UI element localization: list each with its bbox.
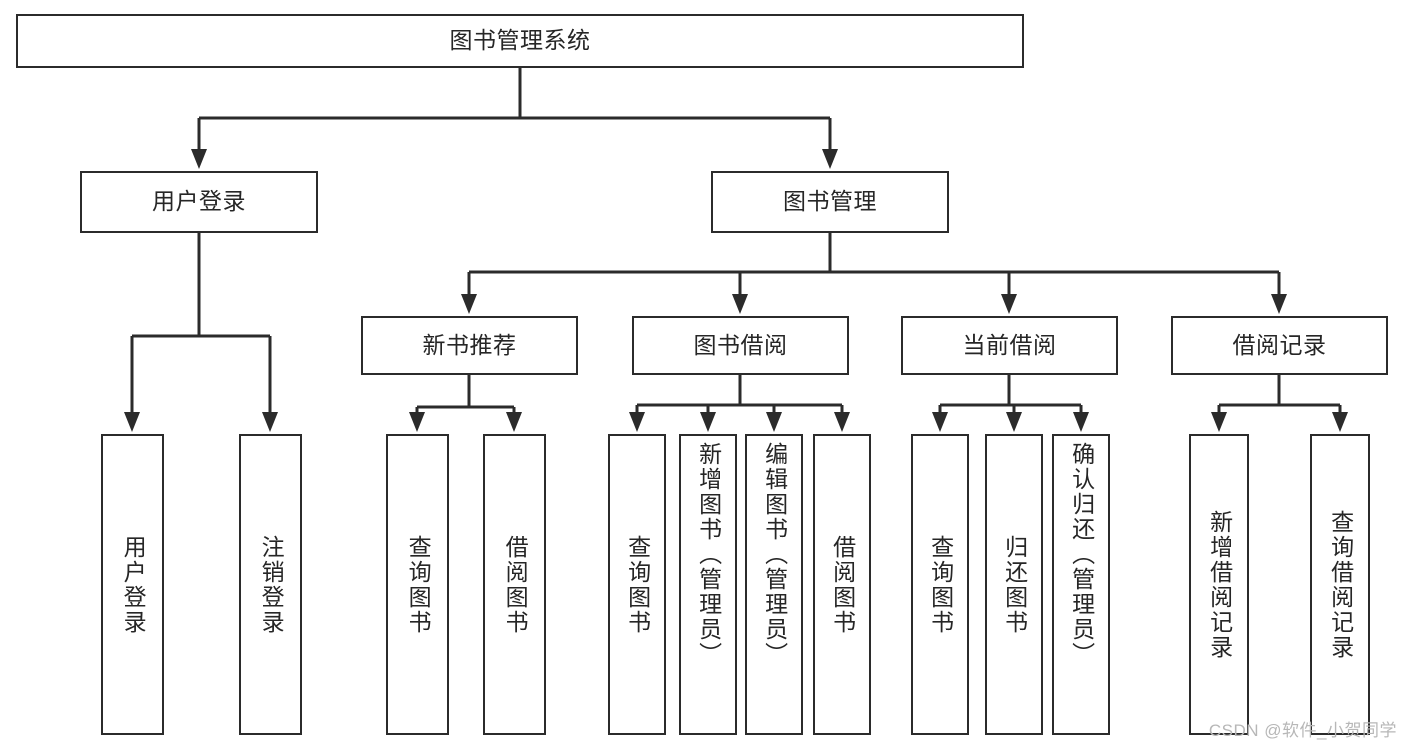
arrowhead-borrow-record-to-leaves-1: [1332, 412, 1348, 432]
node-new-book-recommend[interactable]: 新书推荐: [361, 316, 578, 375]
node-label: 图书管理系统: [449, 27, 591, 54]
arrowhead-current-borrow-to-leaves-0: [932, 412, 948, 432]
node-label: 图书管理: [783, 188, 877, 215]
arrowhead-book-management-to-level3-1: [732, 294, 748, 314]
node-label: 借阅图书: [829, 534, 856, 635]
node-label: 注销登录: [258, 534, 285, 635]
node-label: 当前借阅: [962, 331, 1057, 358]
arrowhead-current-borrow-to-leaves-1: [1006, 412, 1022, 432]
node-borrow-record[interactable]: 借阅记录: [1171, 316, 1388, 375]
arrowhead-current-borrow-to-leaves-2: [1073, 412, 1089, 432]
node-leaf-logout-login[interactable]: 注销登录: [239, 434, 302, 735]
arrowhead-new-book-recommend-to-leaves-0: [409, 412, 425, 432]
arrowhead-book-management-to-level3-0: [461, 294, 477, 314]
node-leaf-confirm-return-admin[interactable]: 确认归还（管理员）: [1052, 434, 1110, 735]
node-leaf-query-book-recommend[interactable]: 查询图书: [386, 434, 449, 735]
node-label: 查询图书: [624, 534, 651, 635]
node-leaf-add-borrow-record[interactable]: 新增借阅记录: [1189, 434, 1249, 735]
node-leaf-borrow-book-recommend[interactable]: 借阅图书: [483, 434, 546, 735]
node-label: 图书借阅: [693, 331, 788, 358]
node-leaf-return-book[interactable]: 归还图书: [985, 434, 1043, 735]
node-label: 借阅图书: [502, 534, 529, 635]
arrowhead-root-to-level2-0: [191, 149, 207, 169]
arrowhead-book-borrow-to-leaves-2: [766, 412, 782, 432]
arrowhead-user-login-to-leaves-0: [124, 412, 140, 432]
arrowhead-borrow-record-to-leaves-0: [1211, 412, 1227, 432]
node-label: 确认归还（管理员）: [1068, 442, 1095, 667]
arrowhead-book-borrow-to-leaves-3: [834, 412, 850, 432]
node-label: 用户登录: [152, 188, 246, 215]
arrowhead-user-login-to-leaves-1: [262, 412, 278, 432]
arrowhead-new-book-recommend-to-leaves-1: [506, 412, 522, 432]
node-root[interactable]: 图书管理系统: [16, 14, 1024, 68]
node-label: 编辑图书（管理员）: [761, 442, 788, 667]
watermark-text: CSDN @软件_小贺同学: [1208, 721, 1397, 740]
node-user-login[interactable]: 用户登录: [80, 171, 318, 233]
arrowhead-book-borrow-to-leaves-1: [700, 412, 716, 432]
node-current-borrow[interactable]: 当前借阅: [901, 316, 1118, 375]
node-leaf-add-book-admin[interactable]: 新增图书（管理员）: [679, 434, 737, 735]
arrowhead-root-to-level2-1: [822, 149, 838, 169]
node-label: 借阅记录: [1232, 331, 1327, 358]
arrowhead-book-management-to-level3-2: [1001, 294, 1017, 314]
node-label: 新增借阅记录: [1206, 509, 1233, 660]
node-leaf-borrow-book[interactable]: 借阅图书: [813, 434, 871, 735]
node-leaf-query-book-borrow[interactable]: 查询图书: [608, 434, 666, 735]
node-book-borrow[interactable]: 图书借阅: [632, 316, 849, 375]
arrowhead-book-management-to-level3-3: [1271, 294, 1287, 314]
node-leaf-query-book-current[interactable]: 查询图书: [911, 434, 969, 735]
node-leaf-edit-book-admin[interactable]: 编辑图书（管理员）: [745, 434, 803, 735]
node-label: 查询图书: [927, 534, 954, 635]
node-leaf-user-login[interactable]: 用户登录: [101, 434, 164, 735]
arrowhead-book-borrow-to-leaves-0: [629, 412, 645, 432]
node-label: 查询图书: [405, 534, 432, 635]
node-book-management[interactable]: 图书管理: [711, 171, 949, 233]
node-label: 查询借阅记录: [1327, 509, 1354, 660]
node-label: 用户登录: [120, 534, 147, 635]
node-label: 新增图书（管理员）: [695, 442, 722, 667]
node-leaf-query-borrow-record[interactable]: 查询借阅记录: [1310, 434, 1370, 735]
node-label: 归还图书: [1001, 534, 1028, 635]
node-label: 新书推荐: [422, 331, 517, 358]
